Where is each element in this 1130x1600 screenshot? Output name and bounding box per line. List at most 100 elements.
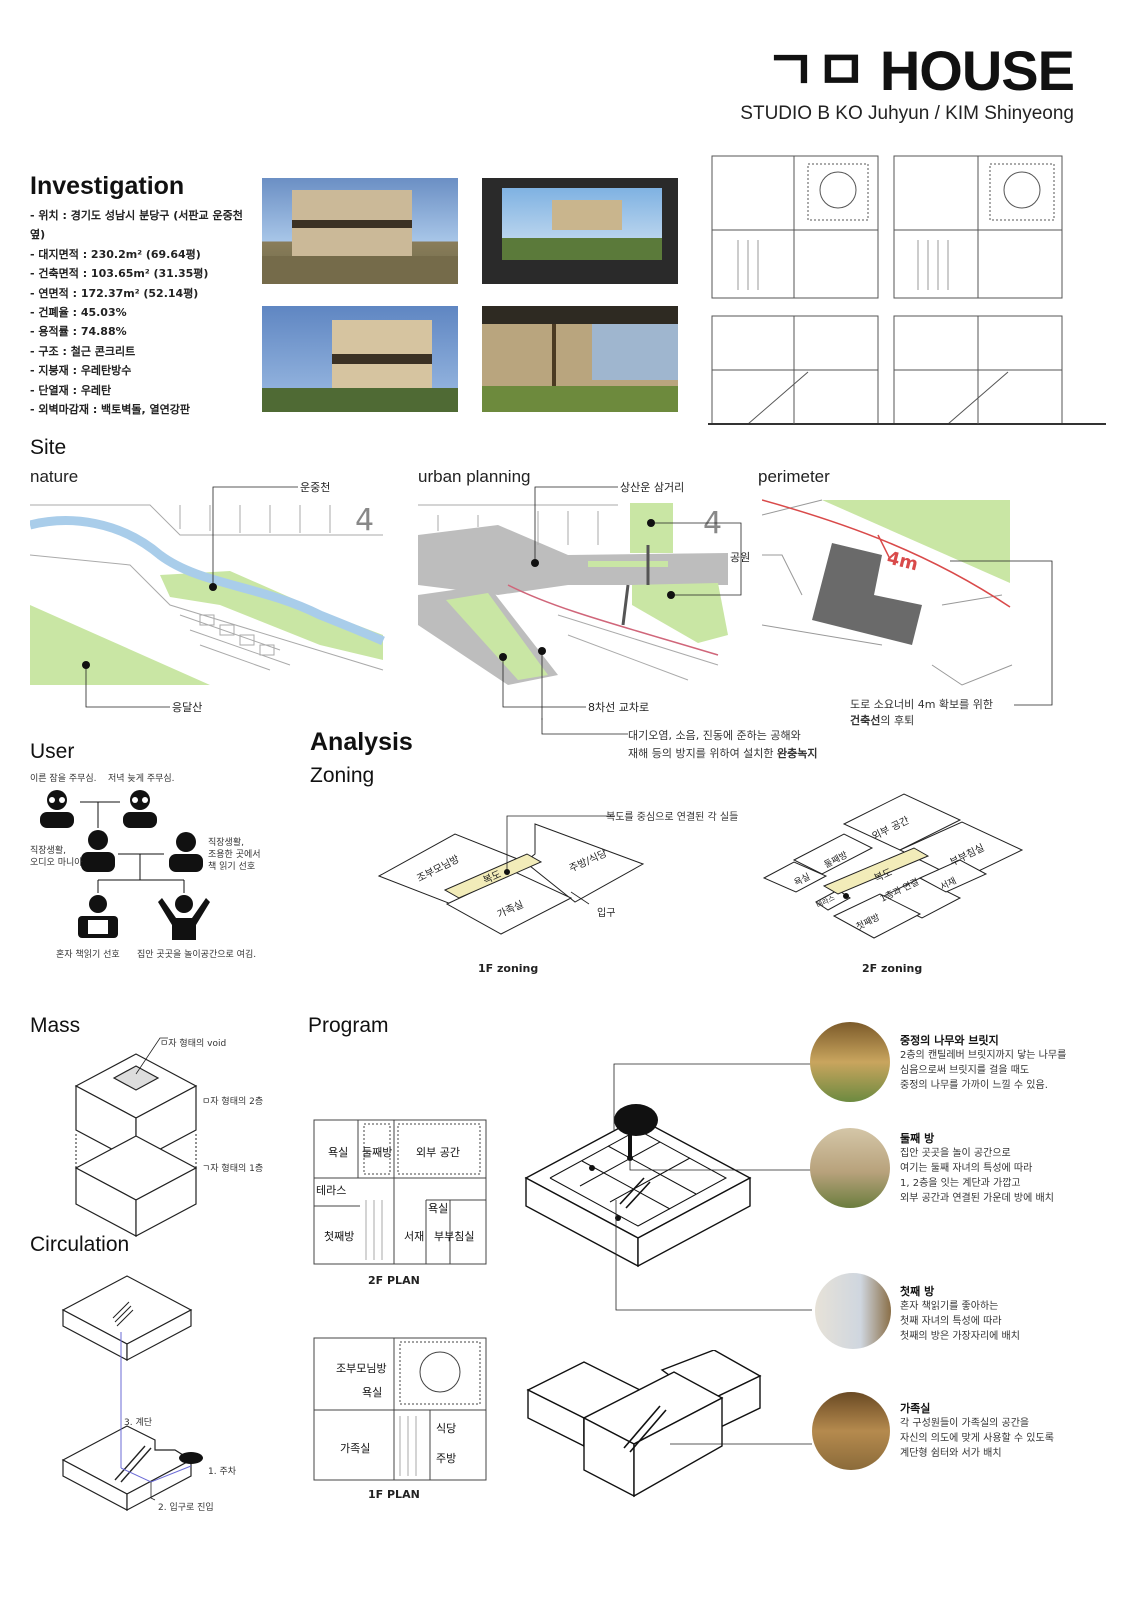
child2-note: 집안 곳곳을 놀이공간으로 여김. [137,950,257,960]
perimeter-label: perimeter [758,467,830,486]
park-label: 공원 [730,551,750,564]
perimeter-map: 4m [762,499,1053,706]
desc-courtyard-title: 중정의 나무와 브릿지 [900,1034,999,1047]
desc-second-room-title: 둘째 방 [900,1132,935,1145]
desc-courtyard-line: 심음으로써 브릿지를 걸을 때도 [900,1065,1030,1076]
photo-exterior-front [262,178,458,284]
desc-family-room-line: 자신의 의도에 맞게 사용할 수 있도록 [900,1433,1054,1444]
grandma-note: 저녁 늦게 주무심. [108,774,175,784]
zoning-2f-caption: 2F zoning [862,962,923,975]
desc-second-room-line: 1, 2층을 잇는 계단과 가깝고 [900,1178,1021,1189]
axon-2f [524,1104,752,1268]
father-note-1: 직장생활, [30,846,66,856]
zoning-title: Zoning [310,764,375,787]
desc-second-room-line: 여기는 둘째 자녀의 특성에 따라 [900,1163,1033,1174]
perimeter-dim: 4m [885,547,920,575]
user-title: User [30,740,75,763]
title-word: HOUSE [879,39,1075,102]
perimeter-note-1: 도로 소요너비 4m 확보를 위한 [850,698,994,711]
program-title: Program [308,1014,389,1037]
mother-note-3: 책 읽기 선호 [208,862,256,872]
plan2-r7: 서재 [404,1230,424,1243]
info-item: - 용적률 : 74.88% [30,325,127,339]
info-item: - 단열재 : 우레탄 [30,383,112,397]
desc-courtyard-line: 중정의 나무를 가까이 느낄 수 있음. [900,1080,1048,1091]
mass-title: Mass [30,1014,81,1037]
plan2-r8: 부부침실 [434,1230,474,1243]
circulation-diagram [61,1275,203,1511]
mass-diagram [74,1037,198,1237]
investigation-list: - 위치 : 경기도 성남시 분당구 (서판교 운중천 옆) - 대지면적 : … [30,206,260,419]
crossroad-label: 상산운 삼거리 [620,481,684,494]
circ-step-1: 1. 주차 [208,1467,237,1477]
desc-first-room-title: 첫째 방 [900,1285,935,1298]
desc-first-room-line: 혼자 책읽기를 좋아하는 [900,1301,999,1312]
plan2-r2: 둘째방 [362,1146,392,1159]
info-item: - 건축면적 : 103.65m² (31.35평) [30,267,209,281]
desc-family-room-line: 계단형 쉼터와 서가 배치 [900,1448,1002,1459]
buffer-leader [541,718,628,735]
plan-section-drawings [708,155,1106,425]
site-title: Site [30,436,67,459]
mother-note: 직장생활, 조용한 곳에서 책 읽기 선호 [208,837,261,873]
plan1-r1: 조부모님방 [336,1362,387,1375]
perimeter-note-2-bold: 건축선 [850,714,881,727]
program-connectors [613,1063,812,1445]
plan2-r4: 테라스 [316,1184,346,1197]
nature-label: nature [30,467,79,486]
perimeter-note-2: 건축선의 후퇴 [850,712,914,728]
child1-note: 혼자 책읽기 선호 [56,950,120,960]
plan2-r1: 욕실 [328,1146,348,1159]
desc-family-room-line: 각 구성원들이 가족실의 공간을 [900,1418,1030,1429]
desc-first-room-line: 첫째의 방은 가장자리에 배치 [900,1331,1020,1342]
info-item: - 연면적 : 172.37m² (52.14평) [30,286,199,300]
info-item: - 대지면적 : 230.2m² (69.64평) [30,247,201,261]
plan-1f: 조부모님방 욕실 가족실 식당 주방 [313,1337,487,1481]
desc-courtyard: 중정의 나무와 브릿지 2층의 캔틸레버 브릿지까지 닿는 나무를 심음으로써 … [900,1032,1066,1093]
plan2-r6: 첫째방 [324,1230,354,1243]
road-label: 8차선 교차로 [588,701,649,714]
river-label: 운중천 [300,480,330,494]
photo-exterior-corner [262,306,458,412]
zoning-2f: 외부 공간 둘째방 욕실 복도 부부침실 1층과 연결 서재 첫째방 테라스 [762,793,1024,939]
desc-courtyard-line: 2층의 캔틸레버 브릿지까지 닿는 나무를 [900,1050,1067,1061]
info-item: - 건폐율 : 45.03% [30,306,127,320]
zone-1f-r5: 입구 [597,906,615,919]
plan1-r2: 욕실 [362,1386,382,1399]
page-subtitle: STUDIO B KO Juhyun / KIM Shinyeong [740,103,1074,124]
plan-1f-caption: 1F PLAN [368,1488,420,1501]
desc-family-room-title: 가족실 [900,1402,931,1415]
father-note: 직장생활, 오디오 마니아 [30,845,83,869]
plan1-r5: 주방 [436,1452,456,1465]
info-item: - 위치 : 경기도 성남시 분당구 (서판교 운중천 옆) [30,209,243,242]
info-item: - 외벽마감재 : 백토벽돌, 열연강판 [30,403,191,417]
family-diagram [40,790,210,940]
photo-courtyard-view [482,178,678,284]
plan-2f: 욕실 둘째방 외부 공간 테라스 욕실 첫째방 서재 부부침실 [313,1119,487,1265]
mother-note-2: 조용한 곳에서 [208,850,261,860]
info-item: - 지붕재 : 우레탄방수 [30,364,132,378]
buffer-note-2: 재해 등의 방지를 위하여 설치한 완충녹지 [628,745,818,761]
photo-first-room [815,1273,891,1349]
buffer-note-2-bold: 완충녹지 [777,747,818,760]
investigation-title: Investigation [30,172,185,200]
plan2-r5: 욕실 [428,1202,448,1215]
desc-first-room-line: 첫째 자녀의 특성에 따라 [900,1316,1002,1327]
mass-2f-label: ㅁ자 형태의 2층 [202,1097,264,1107]
buffer-note-1: 대기오염, 소음, 진동에 준하는 공해와 [628,729,801,742]
photo-family-room [812,1392,890,1470]
photo-terrace [482,306,678,412]
desc-family-room: 가족실 각 구성원들이 가족실의 공간을 자신의 의도에 맞게 사용할 수 있도… [900,1400,1054,1461]
circulation-title: Circulation [30,1233,130,1256]
photo-courtyard-tree [810,1022,890,1102]
plan2-r3: 외부 공간 [416,1146,460,1159]
zoning-note: 복도를 중심으로 연결된 각 실들 [606,812,739,823]
desc-second-room-line: 외부 공간과 연결된 가운데 방에 배치 [900,1193,1054,1204]
photo-second-room [810,1128,890,1208]
circ-step-2: 2. 입구로 진입 [158,1503,214,1513]
desc-first-room: 첫째 방 혼자 책읽기를 좋아하는 첫째 자녀의 특성에 따라 첫째의 방은 가… [900,1283,1020,1344]
zoning-1f-caption: 1F zoning [478,962,539,975]
father-note-2: 오디오 마니아 [30,858,83,868]
